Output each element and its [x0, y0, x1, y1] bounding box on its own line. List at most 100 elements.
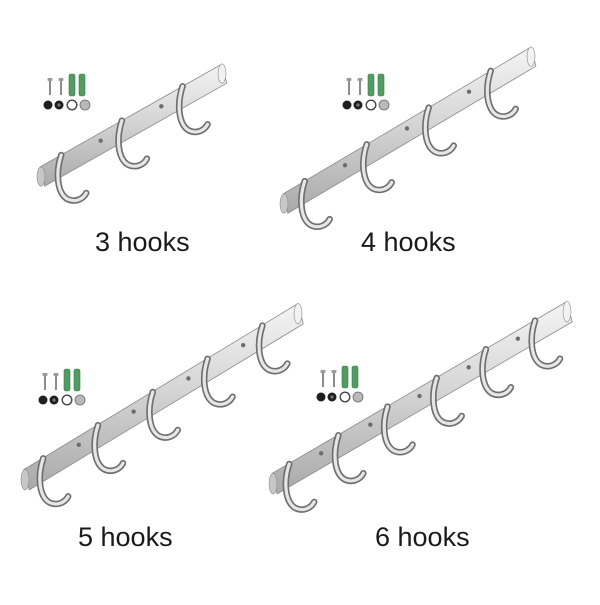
hook-highlight [333, 433, 365, 483]
ring-icon [339, 391, 351, 403]
screw-cap-icon [352, 391, 364, 403]
rack-end-cap [20, 469, 30, 491]
rack-end-cap [293, 303, 303, 325]
hook [175, 83, 211, 136]
hook [54, 151, 90, 204]
rack-end-cap [217, 63, 227, 84]
caption-6-hooks: 6 hooks [375, 522, 470, 552]
rack-end-cap [268, 473, 278, 495]
hook-highlight [284, 462, 316, 512]
hook-rack-3 [36, 63, 228, 204]
hook-highlight [93, 423, 125, 473]
hook-rack-6 [268, 300, 573, 513]
caption-4-hooks: 4 hooks [361, 227, 456, 257]
hook-highlight [382, 405, 415, 454]
hook [91, 421, 127, 475]
screw-hole [515, 336, 521, 341]
wall-anchor-icon [367, 73, 375, 97]
screw-icon [357, 78, 363, 95]
caption-5-hooks: 5 hooks [78, 522, 173, 552]
hook [36, 455, 72, 508]
screw-icon [346, 78, 352, 95]
screw-hole [131, 409, 136, 414]
hook [331, 432, 367, 485]
mounting-kit [43, 73, 91, 111]
screw-icon [58, 78, 64, 95]
hook-highlight [177, 84, 210, 134]
screw-icon [42, 373, 48, 390]
rack-end-cap [279, 193, 289, 214]
screw-hole [186, 376, 191, 381]
hook-highlight [530, 319, 562, 368]
hook [146, 388, 182, 441]
hook-highlight [257, 323, 289, 373]
hook [422, 104, 457, 157]
screw-icon [47, 78, 53, 95]
mounting-kit [342, 73, 390, 111]
screw-icon [53, 373, 59, 390]
screw-hole [404, 126, 410, 131]
hook-highlight [38, 456, 70, 506]
hook-highlight [480, 347, 513, 397]
wall-anchor-icon [63, 368, 71, 392]
hook [282, 460, 318, 513]
screw-hole [241, 343, 246, 348]
screw-cap-icon [79, 99, 91, 111]
screw-hole [159, 104, 164, 109]
rack-end-cap [36, 166, 46, 187]
washer-icon [342, 100, 352, 110]
screw-icon [320, 370, 326, 387]
hook [380, 403, 416, 456]
hook-highlight [147, 390, 180, 440]
hook [528, 317, 564, 370]
rack-bar [282, 46, 537, 214]
mounting-kit [316, 365, 364, 403]
hook [200, 355, 236, 408]
ring-icon [61, 394, 73, 406]
screw-hole [466, 89, 472, 94]
screw-icon [331, 370, 337, 387]
screw-hole [98, 138, 103, 143]
ring-icon [66, 99, 78, 111]
hook-rack-5 [20, 302, 304, 508]
hook [115, 117, 151, 170]
hook-rack-4 [279, 46, 537, 230]
screw-cap-icon [74, 394, 86, 406]
hook [484, 67, 519, 120]
hook-highlight [56, 153, 88, 203]
washer-icon [38, 395, 48, 405]
screw-hole [368, 422, 373, 427]
wall-anchor-icon [377, 73, 385, 97]
hook-highlight [116, 119, 149, 168]
hook [430, 374, 465, 427]
rack-end-cap [526, 46, 536, 67]
wall-anchor-icon [341, 365, 349, 389]
hook-highlight [299, 179, 332, 229]
caption-3-hooks: 3 hooks [95, 227, 190, 257]
washer-icon [316, 392, 326, 402]
wall-anchor-icon [68, 73, 76, 97]
screw-hole [466, 365, 471, 370]
hook [255, 322, 291, 375]
hook-highlight [431, 376, 464, 426]
screw-cap-icon [378, 99, 390, 111]
wall-anchor-icon [351, 365, 359, 389]
screw-hole [318, 451, 324, 456]
hook-highlight [361, 142, 394, 192]
mounting-kit [38, 368, 86, 406]
screw-hole [417, 393, 422, 399]
wall-anchor-icon [73, 368, 81, 392]
screw-hole [76, 442, 82, 447]
hook-highlight [485, 69, 518, 119]
washer-icon [43, 100, 53, 110]
rack-end-cap [562, 301, 572, 323]
hook [298, 177, 333, 230]
hook [360, 141, 395, 194]
ring-icon [365, 99, 377, 111]
wall-anchor-icon [78, 73, 86, 97]
hook [479, 346, 515, 399]
screw-hole [342, 163, 348, 168]
hook-highlight [202, 357, 235, 406]
